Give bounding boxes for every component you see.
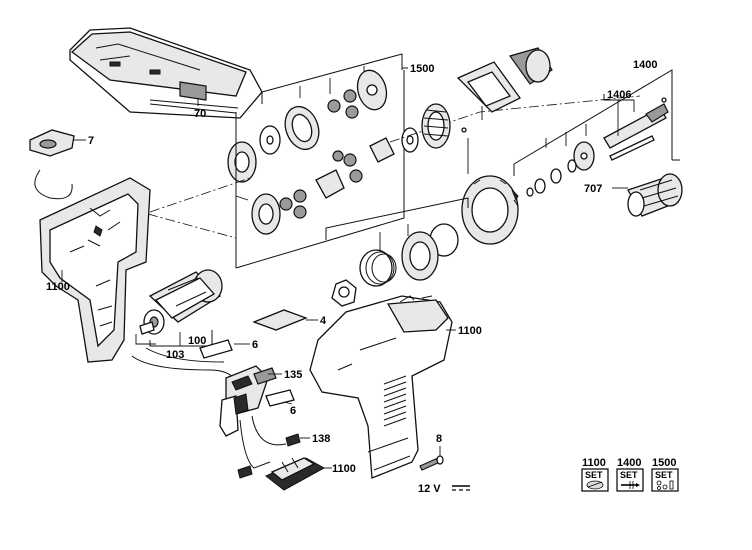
set-badge: SET (620, 470, 638, 480)
insulator-bottom-drawing (265, 389, 295, 407)
callout-motor-pinion: 103 (166, 349, 184, 361)
callout-spindle-set: 1400 (633, 59, 657, 71)
set-badge: SET (585, 470, 603, 480)
callout-label-plate: 4 (320, 315, 327, 327)
set-number: 1500 (652, 457, 676, 469)
screw-drawing (419, 446, 444, 471)
voltage-label: 12 V (418, 483, 441, 495)
battery-terminal-drawing (265, 457, 332, 491)
insulator-top-drawing (199, 339, 250, 359)
spindle-set-icon (621, 481, 640, 489)
chuck-drawing (612, 173, 683, 217)
callout-insulator-bottom: 6 (290, 405, 296, 417)
callout-insulator-top: 6 (252, 339, 258, 351)
gear-set-icon (656, 480, 674, 490)
callout-gear-set: 1500 (410, 63, 434, 75)
clutch-drawing (325, 197, 469, 307)
set-1100: 1100 SET (581, 457, 609, 492)
switch-drawing (131, 347, 282, 437)
set-1500: 1500 SET (651, 457, 679, 492)
housing-set-icon (586, 480, 604, 490)
set-number: 1100 (582, 457, 606, 469)
switch-button-drawing (29, 129, 86, 200)
callout-wire-set: 138 (312, 433, 330, 445)
label-plate-drawing (252, 309, 318, 331)
torque-collar-drawing (429, 138, 519, 257)
dc-symbol-icon (452, 485, 470, 491)
callout-switch: 135 (284, 369, 302, 381)
callout-motor: 100 (188, 335, 206, 347)
set-number: 1400 (617, 457, 641, 469)
gear-set-drawing (227, 53, 419, 269)
left-housing-drawing (39, 177, 151, 363)
right-housing-drawing (309, 295, 456, 479)
callout-spindle-sub: 1406 (607, 89, 631, 101)
callout-case: 70 (194, 108, 206, 120)
callout-housing-left: 1100 (46, 281, 70, 293)
callout-screw: 8 (436, 433, 442, 445)
spindle-set-drawing (513, 69, 680, 197)
set-badge: SET (655, 470, 673, 480)
motor-drawing (135, 269, 223, 347)
set-legend: 1100 SET 1400 SET 1500 SET (581, 457, 679, 492)
set-1400: 1400 SET (616, 457, 644, 492)
grip-texture (383, 375, 407, 427)
wire-set-drawing (237, 415, 310, 479)
callout-chuck: 707 (584, 183, 602, 195)
carry-case-drawing (69, 27, 263, 119)
callout-battery-terminal: 1100 (332, 463, 356, 475)
gearbox-housing-drawing (421, 47, 553, 149)
callout-switch-button: 7 (88, 135, 94, 147)
callout-housing-right: 1100 (458, 325, 482, 337)
